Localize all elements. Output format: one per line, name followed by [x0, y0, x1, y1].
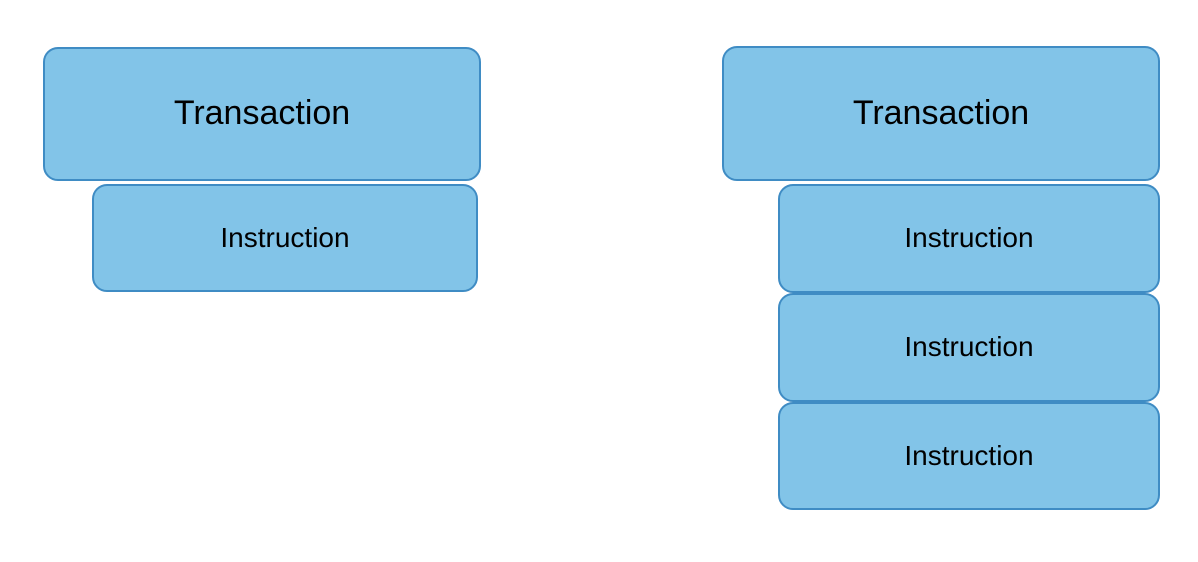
instruction-block[interactable]: Instruction [92, 184, 478, 292]
instruction-block-label: Instruction [904, 331, 1034, 363]
transaction-block-label: Transaction [852, 93, 1030, 132]
instruction-block-label: Instruction [220, 221, 350, 253]
instruction-block-label: Instruction [904, 222, 1034, 254]
instruction-block[interactable]: Instruction [778, 293, 1160, 402]
instruction-block[interactable]: Instruction [778, 402, 1160, 510]
instruction-block[interactable]: Instruction [778, 184, 1160, 293]
transaction-block-label: Transaction [173, 94, 351, 133]
transaction-block[interactable]: Transaction [722, 46, 1160, 181]
transaction-block[interactable]: Transaction [43, 47, 481, 181]
instruction-block-label: Instruction [904, 439, 1034, 471]
